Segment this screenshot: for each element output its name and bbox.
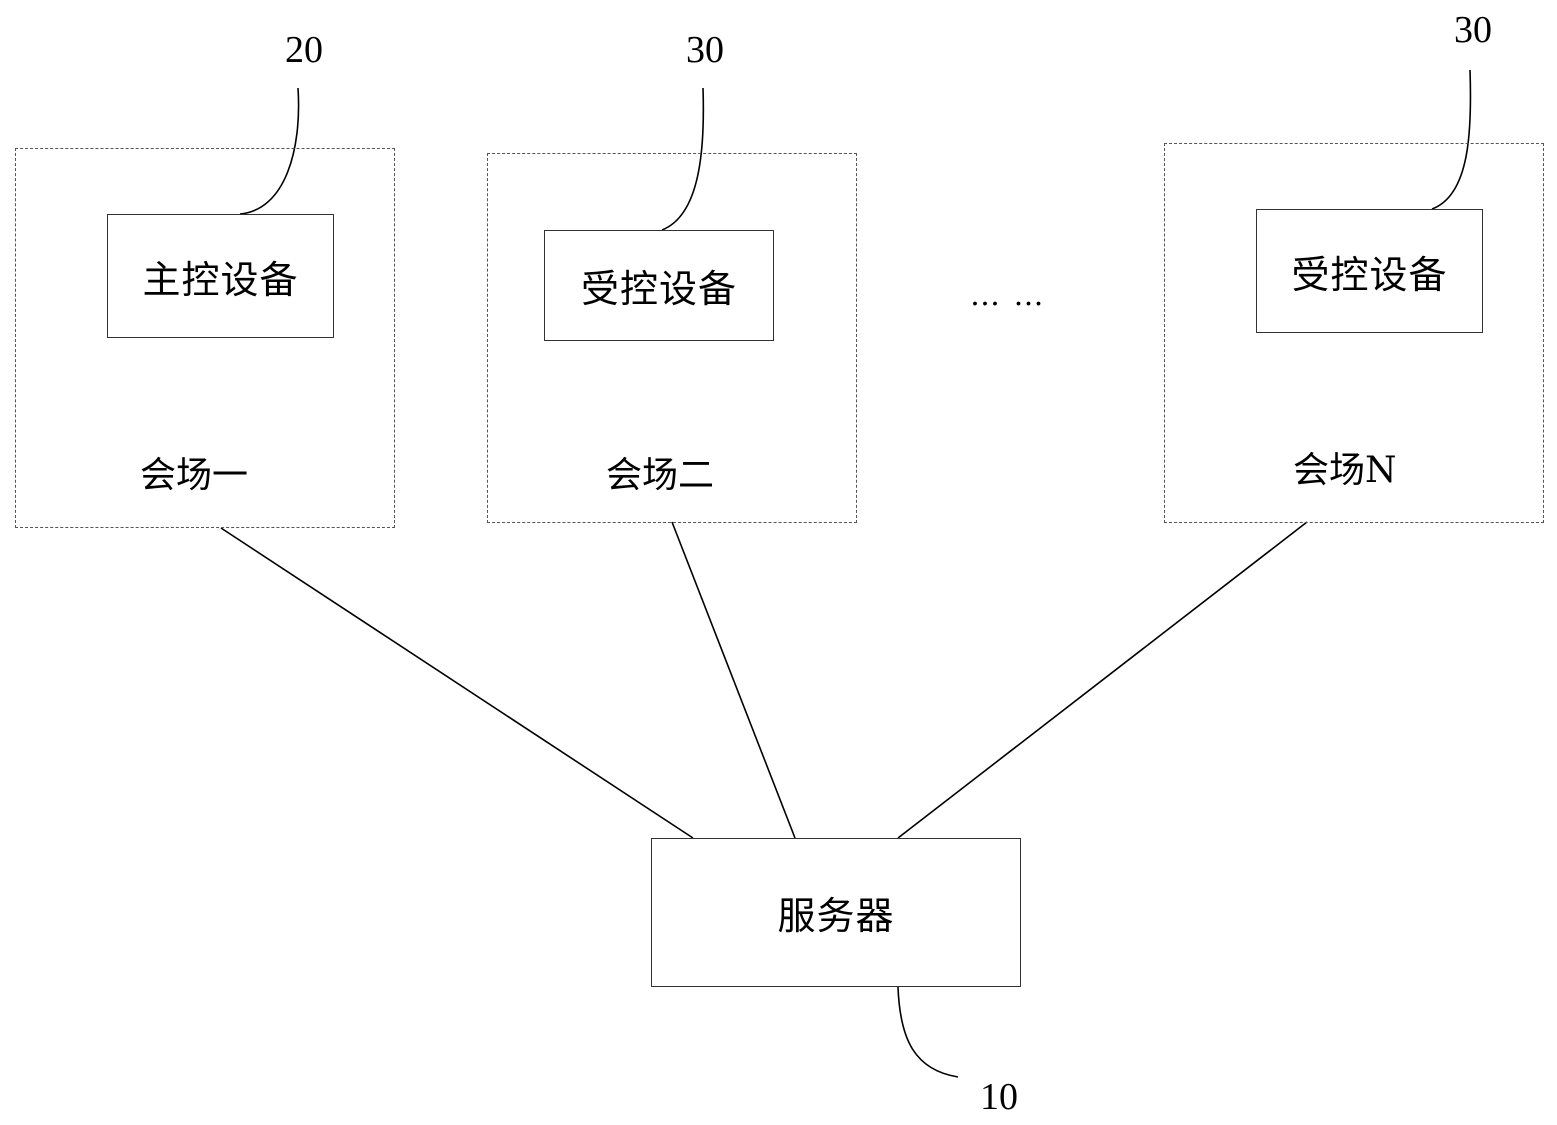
server-box: 服务器: [651, 838, 1021, 987]
link-venue-n-server: [897, 521, 1308, 839]
venue-1-label: 会场一: [140, 455, 249, 496]
leader-line-20: [239, 87, 300, 215]
link-venue-2-server: [671, 521, 796, 839]
leader-line-30-b: [1431, 69, 1472, 210]
master-device-box: 主控设备: [107, 214, 334, 338]
ref-number-30-a: 30: [686, 29, 724, 71]
controlled-device-label-2: 受控设备: [580, 267, 737, 311]
ellipsis: … …: [970, 278, 1046, 313]
venue-1-box: [15, 148, 395, 528]
ref-number-20: 20: [285, 29, 323, 71]
ref-number-30-b: 30: [1454, 9, 1492, 51]
leader-line-10: [897, 986, 959, 1078]
link-venue-1-server: [220, 527, 694, 839]
controlled-device-label-n: 受控设备: [1291, 252, 1448, 297]
venue-n-box: [1164, 143, 1544, 523]
leader-line-30-a: [661, 87, 705, 231]
venue-n-label: 会场N: [1293, 450, 1397, 491]
venue-2-box: [487, 153, 857, 523]
controlled-device-box-n: 受控设备: [1256, 209, 1483, 333]
venue-2-label: 会场二: [606, 455, 715, 496]
controlled-device-box-2: 受控设备: [544, 230, 774, 341]
master-device-label: 主控设备: [142, 257, 299, 302]
ref-number-10: 10: [980, 1076, 1018, 1118]
server-label: 服务器: [777, 894, 895, 938]
